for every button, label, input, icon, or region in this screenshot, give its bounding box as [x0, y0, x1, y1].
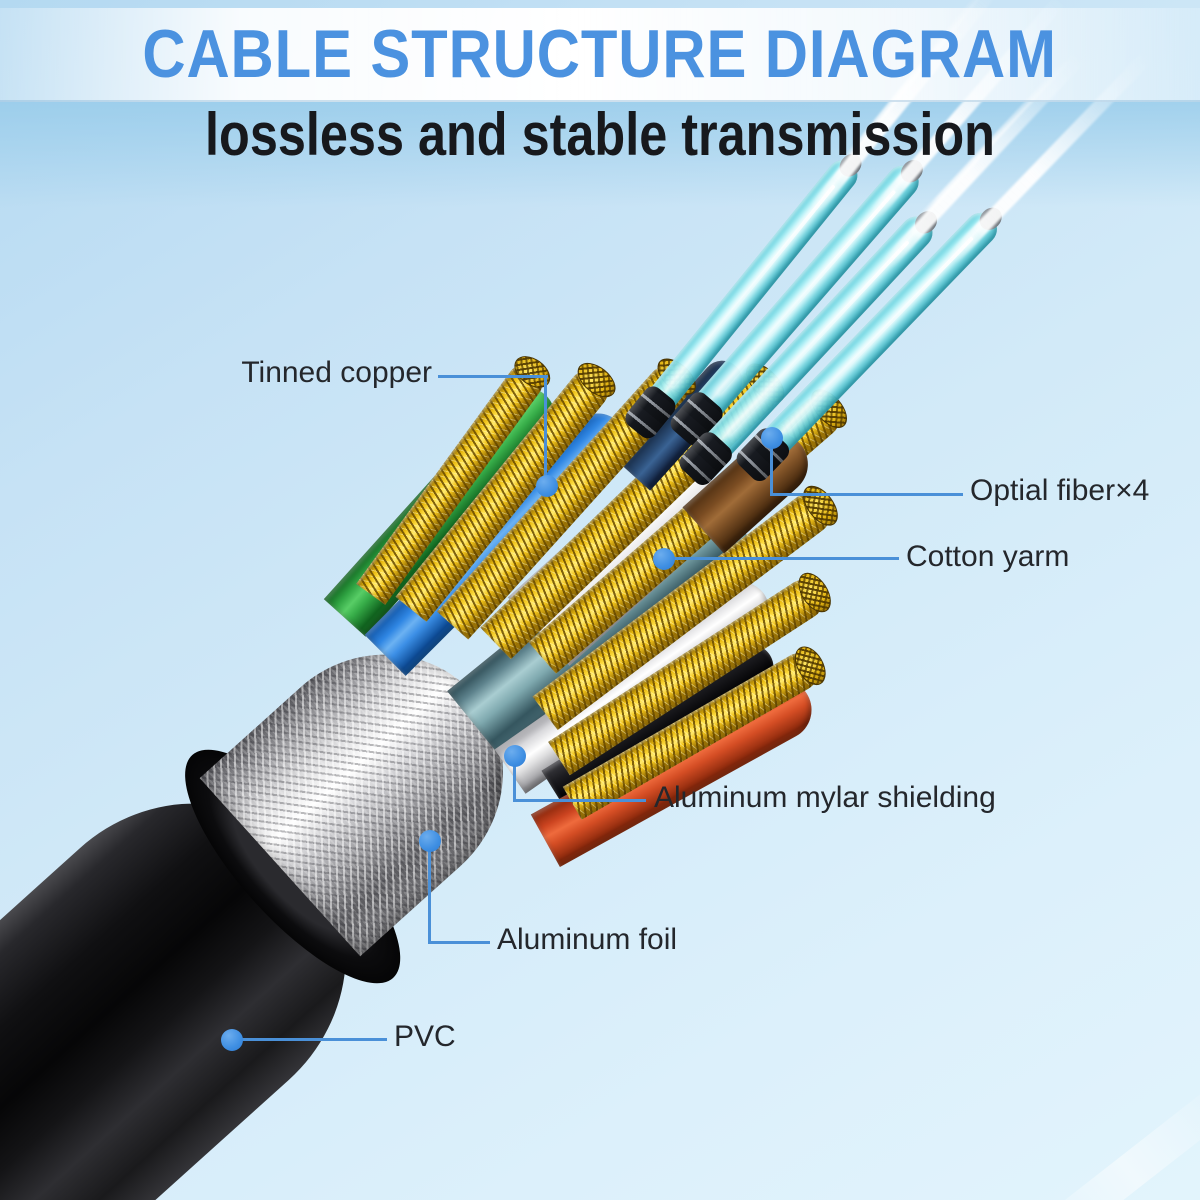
label-aluminum-mylar-shielding: Aluminum mylar shielding	[654, 781, 996, 814]
label-pvc: PVC	[394, 1020, 456, 1053]
corner-light-sheen	[1016, 1077, 1200, 1200]
leader-dot	[504, 745, 526, 767]
leader-dot	[653, 548, 675, 570]
title-band: CABLE STRUCTURE DIAGRAM	[0, 8, 1200, 102]
label-optical-fiber: Optial fiber×4	[970, 474, 1150, 507]
leader-line	[428, 841, 431, 944]
leader-dot	[536, 475, 558, 497]
leader-line	[438, 375, 548, 378]
leader-line	[770, 438, 773, 496]
label-aluminum-foil: Aluminum foil	[497, 923, 678, 956]
leader-line	[232, 1038, 387, 1041]
leader-dot	[221, 1029, 243, 1051]
leader-line	[428, 941, 490, 944]
leader-dot	[419, 830, 441, 852]
label-cotton-yarn: Cotton yarm	[906, 540, 1070, 573]
page-title: CABLE STRUCTURE DIAGRAM	[142, 16, 1058, 92]
leader-line	[770, 493, 963, 496]
leader-line	[513, 756, 516, 802]
page-subtitle: lossless and stable transmission	[205, 101, 995, 168]
leader-line	[513, 799, 646, 802]
leader-dot	[761, 427, 783, 449]
label-tinned-copper: Tinned copper	[241, 356, 432, 389]
subtitle-background-strip	[0, 102, 1200, 207]
leader-line	[544, 377, 547, 486]
leader-line	[664, 557, 899, 560]
